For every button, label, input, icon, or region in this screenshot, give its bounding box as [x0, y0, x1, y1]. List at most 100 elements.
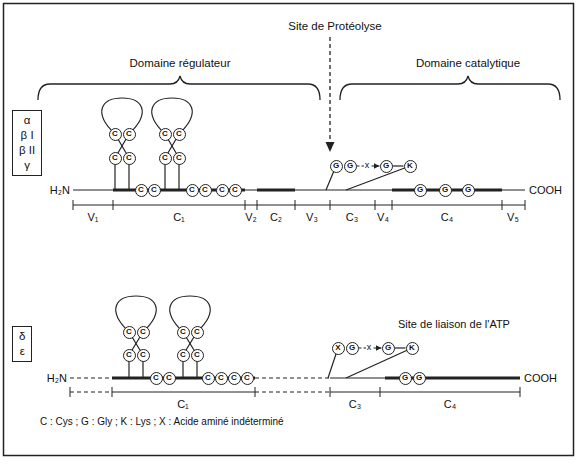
residue-circle: G [330, 160, 343, 173]
node-text: G [333, 162, 339, 170]
node-text: X [335, 344, 340, 352]
node-text: C [162, 154, 168, 162]
c2-segment [257, 189, 295, 192]
region-label: V₅ [507, 211, 519, 224]
residue-circle: C [216, 184, 229, 197]
axis-tick [245, 200, 246, 210]
node-text: G [383, 162, 389, 170]
isoform-box: αβ Iβ IIγ [12, 110, 42, 176]
axis-tick [525, 200, 526, 210]
isoform-box: δε [12, 326, 32, 362]
node-text: C [138, 186, 144, 194]
residue-circle: C [123, 152, 136, 165]
residue-circle: G [399, 372, 412, 385]
catalytic-bracket [340, 76, 560, 100]
axis-tick [112, 387, 113, 397]
edge-label: x [364, 161, 371, 170]
residue-circle: G [414, 184, 427, 197]
axis-tick [520, 387, 521, 397]
node-text: C [231, 374, 237, 382]
node-text: C [166, 374, 172, 382]
domain-axis [255, 392, 330, 393]
frame [4, 4, 574, 456]
backbone [330, 377, 385, 378]
node-text: C [180, 328, 186, 336]
region-label: C₃ [346, 211, 358, 224]
domain-title: Domaine régulateur [129, 57, 230, 70]
finger-loop [102, 98, 142, 134]
edge-label: x [366, 343, 373, 352]
residue-circle: C [123, 349, 136, 362]
domain-title: Domaine catalytique [416, 57, 520, 70]
node-text: α [19, 113, 35, 128]
axis-tick [70, 387, 71, 397]
residue-circle: C [159, 128, 172, 141]
zinc-finger [152, 98, 192, 190]
finger-loop [152, 98, 192, 134]
region-label: C₄ [444, 398, 456, 411]
node-text: C [232, 186, 238, 194]
node-text: C [126, 154, 132, 162]
node-text: C [176, 130, 182, 138]
residue-circle: C [173, 152, 186, 165]
axis-tick [392, 200, 393, 210]
axis-tick [502, 200, 503, 210]
node-text: β I [19, 128, 35, 143]
residue-circle: C [109, 128, 122, 141]
node-text: C [112, 130, 118, 138]
residue-circle: C [202, 372, 215, 385]
residue-link [393, 165, 404, 166]
node-text: G [385, 344, 391, 352]
residue-circle: C [159, 152, 172, 165]
region-label: V₁ [87, 211, 98, 224]
residue-circle: G [439, 184, 452, 197]
residue-circle: C [215, 372, 228, 385]
node-text: C [194, 328, 200, 336]
region-label: V₄ [377, 211, 389, 224]
residue-circle: C [150, 372, 163, 385]
residue-circle: C [137, 326, 150, 339]
region-label: C₃ [349, 398, 361, 411]
node-text: C [112, 154, 118, 162]
node-text: G [442, 186, 448, 194]
terminus-label: H₂N [47, 372, 67, 385]
node-text: C [244, 374, 250, 382]
node-text: C [151, 186, 157, 194]
domain-axis [330, 392, 520, 393]
domain-axis [70, 392, 112, 393]
residue-circle: G [344, 160, 357, 173]
residue-circle: C [123, 128, 136, 141]
region-label: V₃ [306, 211, 318, 224]
residue-circle: C [137, 349, 150, 362]
residue-circle: C [177, 326, 190, 339]
axis-tick [330, 200, 331, 210]
node-text: C [140, 351, 146, 359]
atp-site-label: Site de liaison de l'ATP [398, 318, 510, 331]
key-text: C : Cys ; G : Gly ; K : Lys ; X : Acide … [40, 415, 284, 428]
node-text: γ [19, 158, 35, 173]
node-text: C [202, 186, 208, 194]
region-label: C₁ [177, 398, 189, 411]
region-label: C₁ [173, 211, 185, 224]
residue-circle: C [148, 184, 161, 197]
node-text: C [126, 130, 132, 138]
node-text: ε [19, 344, 25, 359]
residue-circle: K [404, 160, 417, 173]
node-text: G [349, 344, 355, 352]
axis-tick [73, 200, 74, 210]
residue-circle: C [186, 184, 199, 197]
zinc-finger [102, 98, 142, 190]
residue-circle: G [346, 342, 359, 355]
residue-circle: C [228, 372, 241, 385]
zinc-finger [170, 296, 210, 378]
node-text: C [180, 351, 186, 359]
residue-circle: C [177, 349, 190, 362]
node-text: β II [19, 143, 35, 158]
axis-tick [113, 200, 114, 210]
residue-circle: C [173, 128, 186, 141]
residue-circle: C [135, 184, 148, 197]
regulatory-bracket [38, 76, 320, 100]
node-text: C [189, 186, 195, 194]
